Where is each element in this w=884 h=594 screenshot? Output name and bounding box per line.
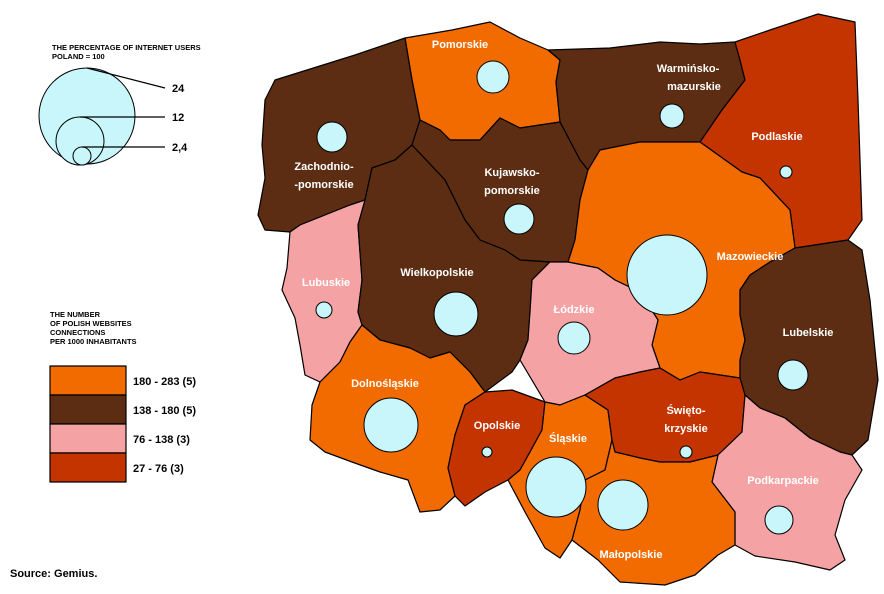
class-swatch-76-138 <box>49 423 127 454</box>
label-lubuskie: Lubuskie <box>302 277 350 289</box>
bubble-legend-label-2-4: 2,4 <box>172 142 188 154</box>
class-legend-title-1: THE NUMBER <box>50 310 101 319</box>
bubble-malopolskie <box>597 479 649 531</box>
bubble-warminsko <box>659 103 685 129</box>
region-malopolskie[interactable] <box>571 439 736 586</box>
label-malopolskie: Małopolskie <box>600 549 663 561</box>
bubble-podlaskie <box>779 165 793 179</box>
bubble-legend-circle-2-4 <box>72 146 92 166</box>
bubble-legend-label-12: 12 <box>172 112 184 124</box>
label-slaskie: Śląskie <box>549 432 587 445</box>
label-warminsko-1: Warmińsko- <box>657 63 720 75</box>
bubble-kujawsko <box>503 203 535 235</box>
bubble-legend-label-24: 24 <box>172 83 185 95</box>
label-lodzkie: Łódzkie <box>554 304 595 316</box>
class-swatch-27-76 <box>49 452 127 483</box>
class-label-180-283: 180 - 283 (5) <box>133 376 196 388</box>
class-label-27-76: 27 - 76 (3) <box>133 463 184 475</box>
regions-layer <box>257 13 879 586</box>
bubble-slaskie <box>525 456 587 518</box>
class-legend-title-4: PER 1000 INHABITANTS <box>50 337 137 346</box>
class-swatch-138-180 <box>49 394 127 425</box>
bubble-legend-title-2: POLAND = 100 <box>52 52 105 61</box>
bubble-legend: THE PERCENTAGE OF INTERNET USERS POLAND … <box>38 43 201 166</box>
bubble-pomorskie <box>476 60 510 94</box>
bubble-lubelskie <box>777 359 809 391</box>
class-label-138-180: 138 - 180 (5) <box>133 405 196 417</box>
class-swatch-180-283 <box>49 365 127 396</box>
bubble-legend-leader-24 <box>86 67 166 89</box>
label-pomorskie: Pomorskie <box>432 39 488 51</box>
bubble-mazowieckie <box>626 234 708 316</box>
label-zachodnio-1: Zachodnio- <box>294 161 354 173</box>
bubble-lodzkie <box>557 321 591 355</box>
bubbles-layer <box>315 60 809 535</box>
label-kujawsko-1: Kujawsko- <box>484 167 539 179</box>
label-kujawsko-2: pomorskie <box>484 185 540 197</box>
label-opolskie: Opolskie <box>474 420 520 432</box>
label-podkarpackie: Podkarpackie <box>747 475 819 487</box>
bubble-zachodnio <box>316 121 348 153</box>
class-legend: THE NUMBER OF POLISH WEBSITES CONNECTION… <box>49 310 196 483</box>
bubble-opolskie <box>481 446 493 458</box>
labels-layer: Pomorskie Warmińsko- mazurskie Podlaskie… <box>294 39 833 561</box>
label-lubelskie: Lubelskie <box>783 327 834 339</box>
bubble-dolnoslaskie <box>363 397 419 453</box>
label-dolnoslaskie: Dolnośląskie <box>351 378 419 390</box>
bubble-lubuskie <box>315 301 333 319</box>
bubble-legend-title-1: THE PERCENTAGE OF INTERNET USERS <box>52 43 201 52</box>
label-mazowieckie: Mazowieckie <box>717 251 784 263</box>
bubble-podkarpackie <box>764 505 794 535</box>
bubble-wielkopolskie <box>433 291 479 337</box>
label-swietokrzyskie-2: krzyskie <box>664 423 707 435</box>
bubble-swietokrzyskie <box>679 445 693 459</box>
label-swietokrzyskie-1: Święto- <box>666 404 705 417</box>
class-label-76-138: 76 - 138 (3) <box>133 434 190 446</box>
class-legend-title-3: CONNECTIONS <box>50 328 105 337</box>
class-legend-title-2: OF POLISH WEBSITES <box>50 319 132 328</box>
label-warminsko-2: mazurskie <box>667 81 721 93</box>
label-zachodnio-2: -pomorskie <box>294 179 353 191</box>
label-podlaskie: Podlaskie <box>751 131 802 143</box>
source-note: Source: Gemius. <box>10 568 97 580</box>
label-wielkopolskie: Wielkopolskie <box>400 267 473 279</box>
